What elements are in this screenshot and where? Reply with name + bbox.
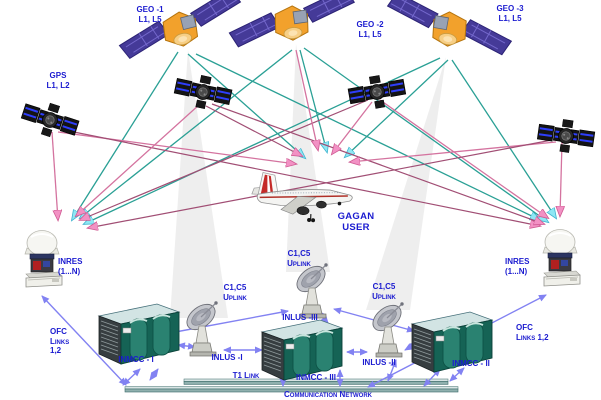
beam-geo1-inlus1 — [170, 50, 228, 318]
inres-station-left — [24, 229, 63, 288]
geo2-label: GEO -2 L1, L5 — [356, 20, 384, 39]
t1-link-label: T1 Link — [232, 371, 260, 380]
network-bars — [124, 378, 459, 393]
gps-signal-lines — [51, 49, 562, 228]
ofc-links-right-label: OFC Links 1,2 — [516, 323, 549, 342]
gps-satellite-right — [535, 115, 597, 157]
communication-network-label: Communication Network — [284, 390, 372, 399]
beam-geo3-inlus2 — [366, 57, 446, 310]
uplink-beam-cones — [170, 44, 446, 318]
inmcc1-label: INMCC - I — [118, 355, 154, 364]
inres-right-label: INRES (1...N) — [505, 257, 530, 276]
inres-left-label: INRES (1...N) — [58, 257, 83, 276]
inlus3-label: INLUS -III — [282, 313, 318, 322]
communication-network-bar — [124, 386, 459, 390]
gagan-user-label: GAGAN USER — [337, 211, 375, 233]
inmcc2-label: INMCC - II — [452, 359, 490, 368]
inmcc3-cabinet — [261, 319, 343, 381]
gps-satellite-left — [17, 95, 83, 145]
uplink-label-inlus1: C1,C5 Uplink — [223, 283, 247, 302]
inres-station-right — [542, 228, 581, 287]
inlus2-label: INLUS -II — [362, 358, 396, 367]
inmcc3-label: INMCC - III — [296, 373, 336, 382]
ofc-links-left-label: OFC Links 1,2 — [50, 327, 70, 355]
uplink-label-inlus3: C1,C5 Uplink — [287, 249, 311, 268]
geo3-label: GEO -3 L1, L5 — [496, 4, 524, 23]
geo1-label: GEO -1 L1, L5 — [136, 5, 164, 24]
beam-geo2-inlus3 — [286, 44, 330, 272]
uplink-label-inlus2: C1,C5 Uplink — [372, 282, 396, 301]
gps-label: GPS L1, L2 — [46, 71, 70, 90]
gps-satellite-center-left — [171, 69, 235, 115]
geo2-satellite — [224, 0, 359, 50]
inlus1-label: INLUS -I — [211, 353, 243, 362]
